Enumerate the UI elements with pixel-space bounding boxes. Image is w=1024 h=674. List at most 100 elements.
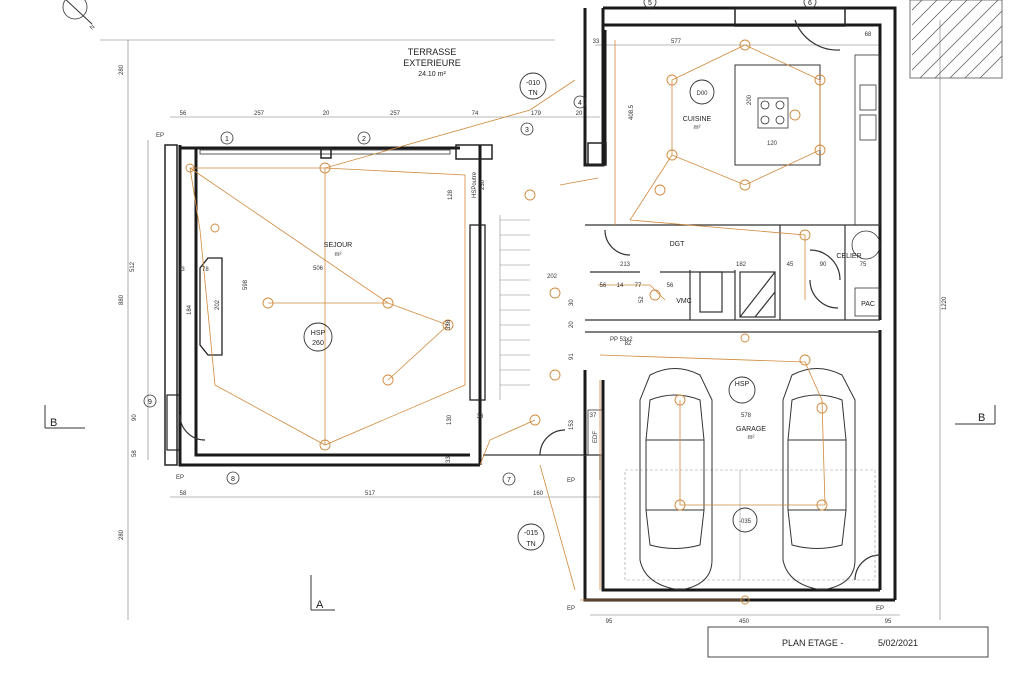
cuisine-code-circle [689,79,715,105]
svg-text:N: N [89,24,96,31]
marker-circles [143,0,817,486]
dim-bottom-3: 160 [533,491,544,497]
sejour-hsp-label: HSP [311,330,326,337]
dim-inner-5: 506 [313,266,324,272]
sejour-area: m² [335,252,342,258]
hsp-sejour-circle [303,322,333,352]
hsp-poutre-label: HSPoutre [472,171,478,198]
section-b-left: B [50,417,57,429]
exterior-walls [164,6,897,602]
dim-left-1: 280 [119,64,125,75]
garage-level: -035 [739,519,752,525]
tn-top-circle [519,72,547,100]
dim-top-4: 257 [390,111,401,117]
dim-inner-4: 598 [243,279,249,290]
dim-inner-8: 202 [547,274,558,280]
dim-inner-21: 30 [569,299,575,306]
edf-label: EDF [593,431,599,443]
dim-top-5: 74 [472,111,479,117]
dim-bottom-5: 450 [739,619,750,625]
dim-inner-25: 91 [569,353,575,360]
terrasse-label-2: EXTERIEURE [403,58,461,68]
cuisine-area: m² [694,125,701,131]
marker-8: 8 [231,476,235,483]
ep-label-4: EP [567,606,575,612]
garage-hsp-value: 578 [741,413,752,419]
dim-inner-15: 77 [635,283,642,289]
tn-top-level: -010 [526,80,540,87]
plan-date: 5/02/2021 [878,638,918,648]
dim-inner-3: 202 [215,299,221,310]
sejour-label: SEJOUR [324,242,352,249]
marker-9: 9 [148,399,152,406]
tn-bottom-level: -015 [524,530,538,537]
garage-hsp-label: HSP [735,381,750,388]
dim-inner-1: 78 [202,267,209,273]
cuisine-label: CUISINE [683,116,712,123]
marker-4: 4 [578,100,582,107]
marker-1: 1 [225,136,229,143]
pac-label: PAC [861,301,875,308]
garage-car-right [782,368,856,591]
dim-bottom-6: 95 [885,619,892,625]
electrical-wiring [185,39,828,605]
dim-inner-20: 75 [860,262,867,268]
dgt-label: DGT [670,241,686,248]
dim-inner-33: 33 [446,456,452,463]
dim-top-6: 179 [531,111,542,117]
terrasse-area: 24.10 m² [418,71,446,78]
terrasse-label: TERRASSE [408,47,457,57]
dim-top-9: 577 [671,39,682,45]
dim-inner-19: 90 [820,262,827,268]
dim-inner-23: 82 [625,341,632,347]
dim-left-3: 880 [119,294,125,305]
dim-top-7: 20 [576,111,583,117]
dim-bottom-2: 517 [365,491,376,497]
dim-inner-29: 33 [477,414,484,420]
neighbour-hatch [909,0,1003,79]
dim-inner-7: 128 [448,189,454,200]
vmc-label: VMC [676,298,692,305]
ep-label-1: EP [156,133,164,139]
sejour-hsp-value: 260 [312,340,324,347]
garage-level-circle [732,507,758,533]
dim-top-2: 257 [254,111,265,117]
ep-label-3: EP [567,478,575,484]
tn-top-sub: TN [528,90,537,97]
dim-top-10: 68 [865,32,872,38]
dim-inner-2: 184 [187,304,193,315]
dim-inner-32: 33 [178,267,185,273]
title-block-frame [707,626,989,658]
dim-inner-6: 338 [446,319,452,330]
dim-right-1: 1220 [942,296,948,310]
tn-bottom-circle [517,523,545,551]
dim-top-8: 33 [593,39,600,45]
section-lines [44,405,996,611]
dim-inner-24: 20 [569,321,575,328]
dim-inner-31: 58 [132,450,138,457]
section-a: A [316,599,324,611]
garage-area: m² [748,435,755,441]
dim-inner-9: 408.5 [629,104,635,120]
cuisine-code: D00 [696,91,708,97]
garage-car-left [639,368,713,591]
dim-inner-26: 37 [590,413,597,419]
dim-top-1: 56 [180,111,187,117]
north-compass-icon: N [62,0,96,31]
marker-7: 7 [507,477,511,484]
dim-bottom-1: 58 [180,491,187,497]
dim-inner-18: 45 [787,262,794,268]
plan-title: PLAN ETAGE - [782,638,843,648]
pp-label: PP 53x2 [610,337,633,343]
dim-inner-12: 213 [620,262,631,268]
dim-inner-11: 120 [767,141,778,147]
ep-label-2: EP [176,475,184,481]
tn-bottom-sub: TN [526,541,535,548]
dim-inner-10: 200 [747,94,753,105]
marker-5: 5 [648,0,652,7]
dim-top-3: 20 [323,111,330,117]
marker-6: 6 [808,0,812,7]
dim-inner-14: 14 [617,283,624,289]
section-b-right: B [978,412,985,424]
